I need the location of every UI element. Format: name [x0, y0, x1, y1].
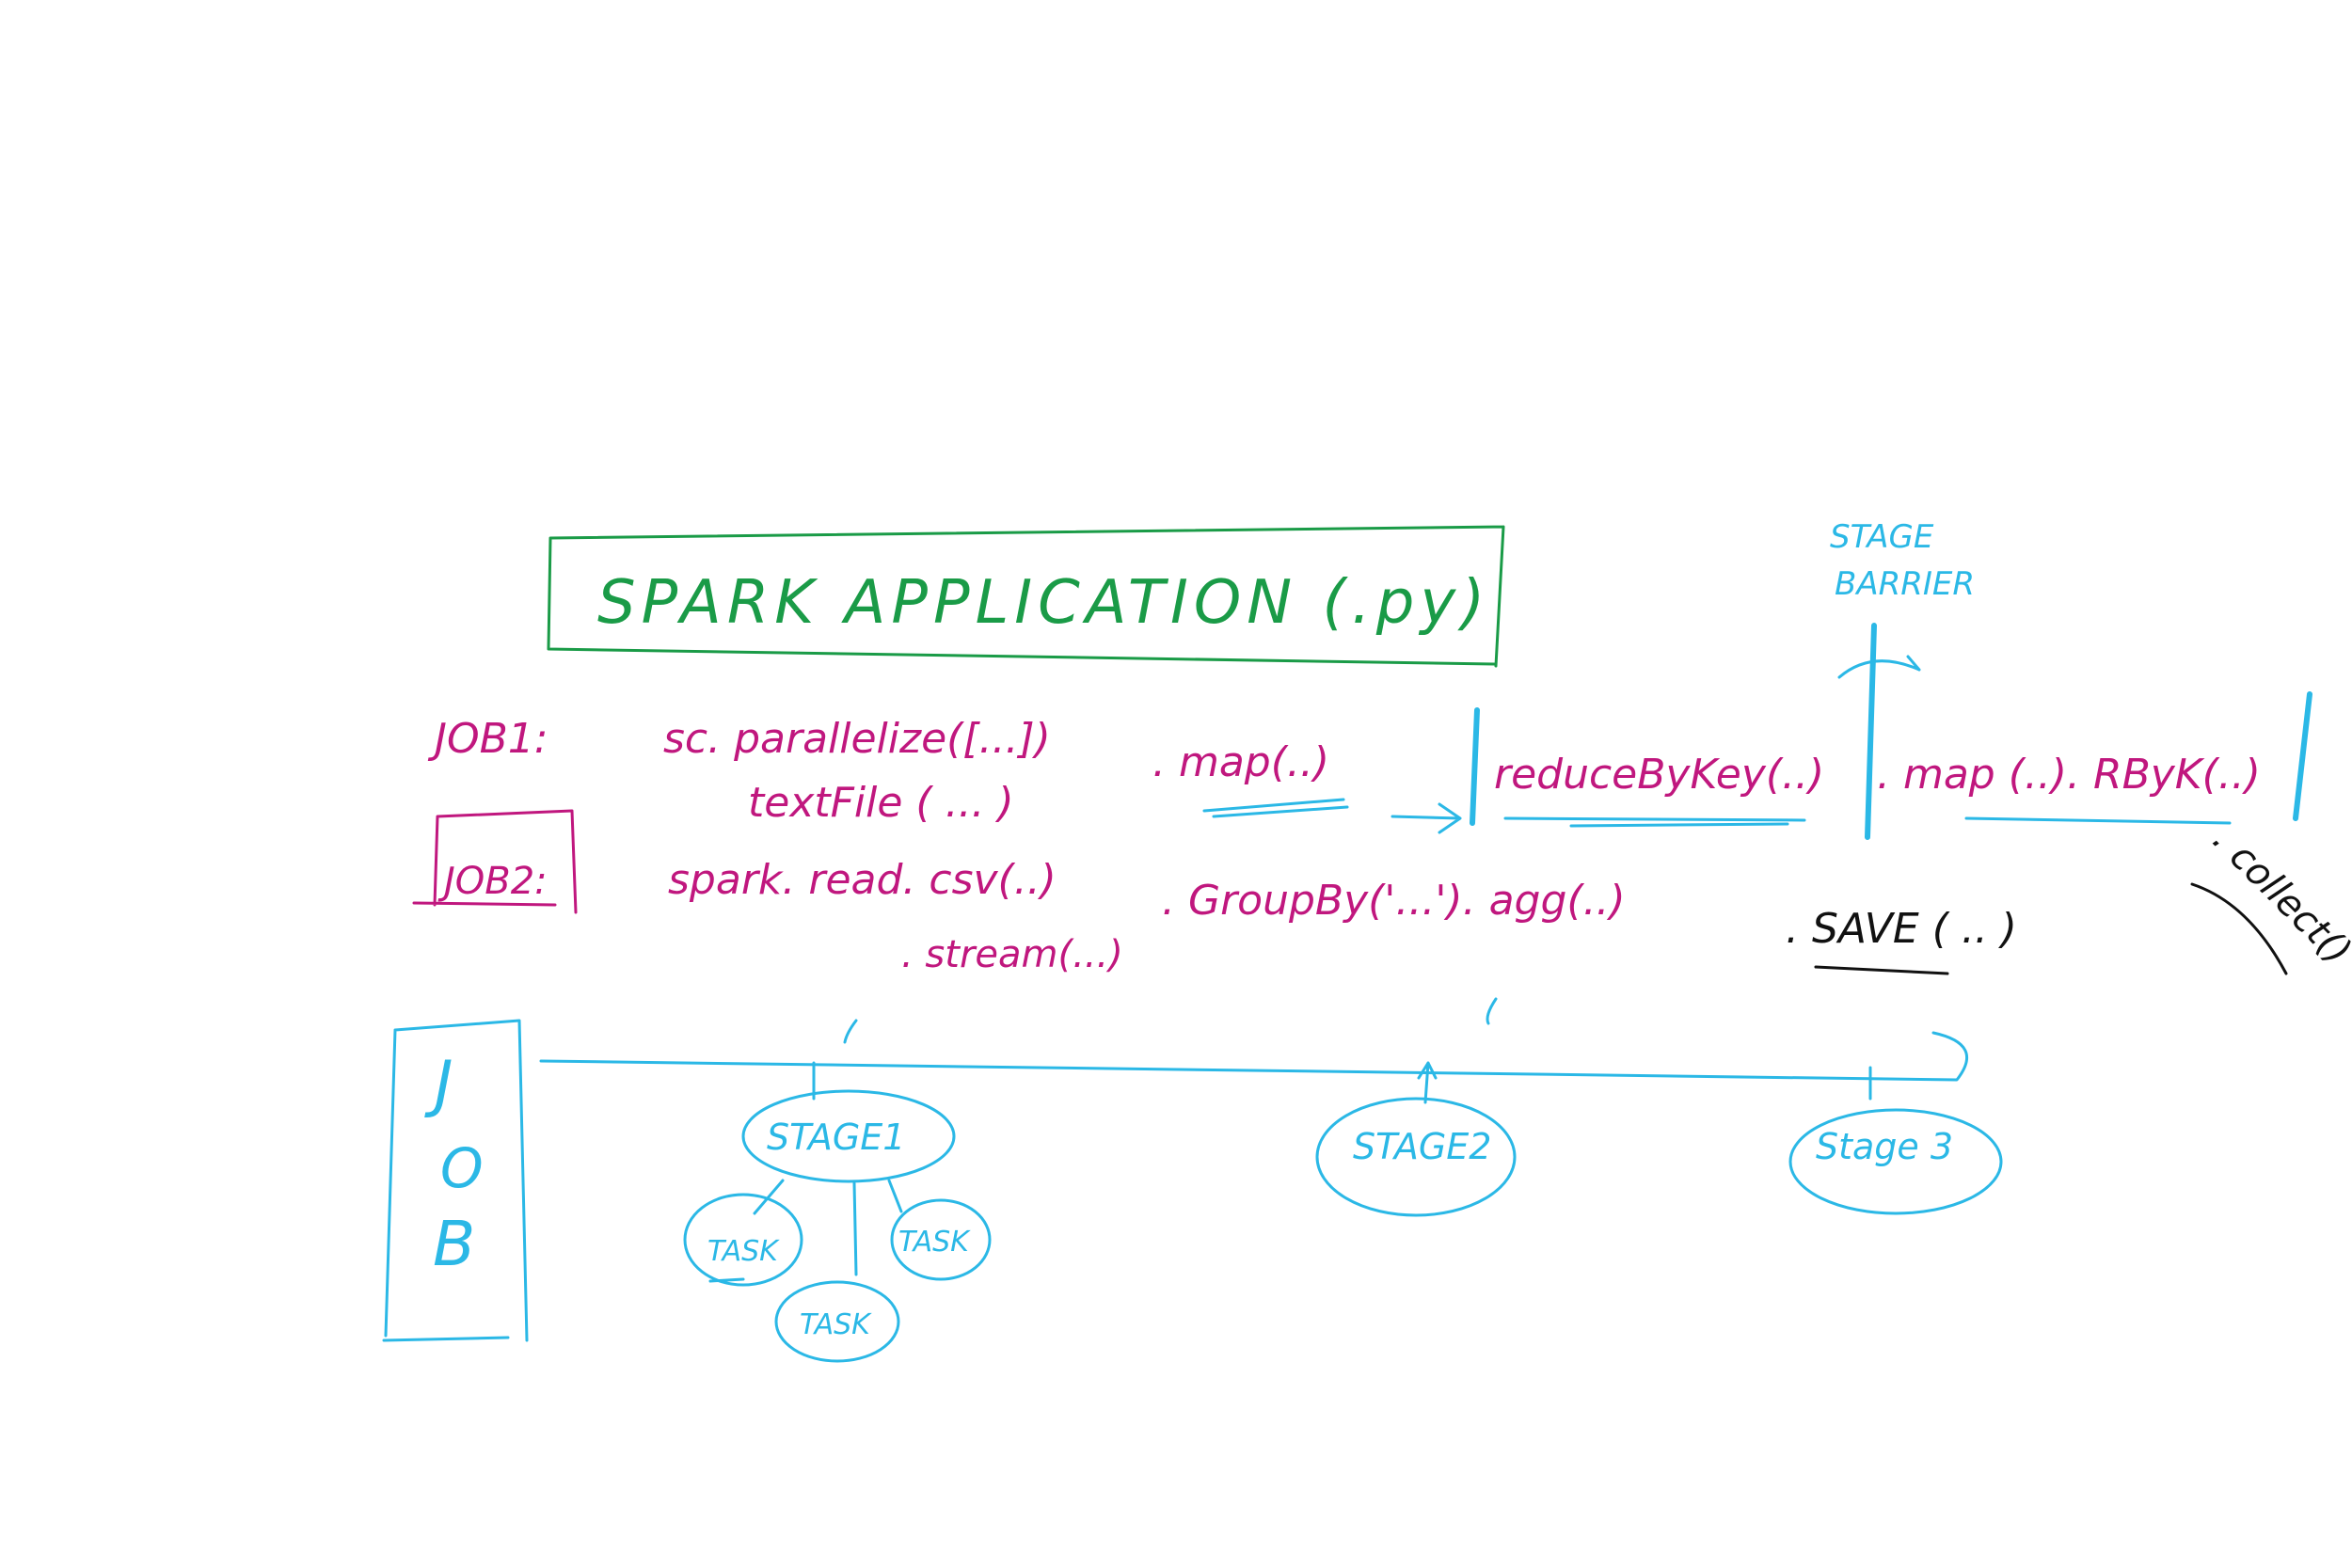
stage2-label: STAGE2: [1353, 1126, 1491, 1167]
task-3: TASK: [774, 1280, 900, 1363]
stage-barrier-line: [1865, 623, 1877, 840]
job1-label: JOB1:: [427, 715, 548, 763]
job1-textfile: textFile ( ... ): [748, 779, 1014, 827]
job2-label: JOB2:: [437, 860, 548, 903]
stage1-label: STAGE1: [767, 1117, 905, 1158]
job2-groupby: . GroupBy('...'). agg(..): [1162, 877, 1626, 925]
job-letter-j: J: [424, 1048, 453, 1120]
job-box: J O B: [382, 1019, 529, 1342]
task3-label: TASK: [800, 1308, 872, 1341]
job1-reducebykey: reduceByKey(..): [1494, 751, 1824, 799]
stage-boundary-right: [2293, 691, 2312, 821]
stage-1: STAGE1: [741, 1089, 956, 1183]
stage-barrier-line1: STAGE: [1830, 518, 1934, 556]
stage-2: STAGE2: [1315, 1097, 1517, 1217]
job2-stream: . stream(...): [901, 933, 1123, 976]
job-letter-b: B: [433, 1208, 475, 1280]
job1-row: JOB1: sc. parallelize([...]) textFile ( …: [427, 691, 2352, 975]
task-1: TASK: [683, 1193, 803, 1287]
stage-barrier-line2: BARRIER: [1835, 565, 1975, 603]
task1-label: TASK: [707, 1235, 780, 1268]
reduce-underline: [1503, 816, 1806, 828]
barrier-curved-arrow: [1837, 655, 1921, 679]
stage-3: Stage 3: [1788, 1108, 2003, 1215]
stage2-link: [1417, 1061, 1438, 1104]
job2-read-csv: spark. read. csv(..): [668, 856, 1057, 904]
job1-collect: . collect(): [2204, 818, 2352, 974]
spark-application-title: SPARK APPLICATION (.py): [597, 568, 1490, 638]
tick-mid: [1486, 997, 1498, 1025]
stage-boundary-left: [1470, 707, 1480, 826]
stage-barrier-annotation: STAGE BARRIER: [1830, 518, 1975, 840]
job-letter-o: O: [440, 1136, 484, 1200]
map-arrow: [1391, 802, 1462, 834]
stage3-label: Stage 3: [1816, 1126, 1953, 1167]
job2-save: . SAVE ( .. ): [1786, 905, 2017, 953]
job1-after-barrier: . map (..). RByK(..): [1877, 751, 2261, 799]
after-barrier-underline: [1964, 816, 2232, 825]
collect-underline: [2190, 882, 2288, 975]
job2-label-box: [412, 809, 578, 914]
save-underline: [1814, 965, 1949, 975]
stage1-task-links: [753, 1179, 903, 1276]
job2-row: JOB2: spark. read. csv(..) . stream(...)…: [412, 809, 2017, 976]
job1-map: . map(..): [1152, 738, 1329, 786]
job-timeline: [539, 997, 1968, 1104]
task-2: TASK: [890, 1198, 992, 1281]
tick-left: [843, 1019, 858, 1044]
map-underline: [1202, 798, 1349, 818]
spark-application-box: SPARK APPLICATION (.py): [547, 525, 1505, 668]
job1-parallelize: sc. parallelize([...]): [663, 715, 1051, 763]
task2-label: TASK: [898, 1226, 971, 1259]
